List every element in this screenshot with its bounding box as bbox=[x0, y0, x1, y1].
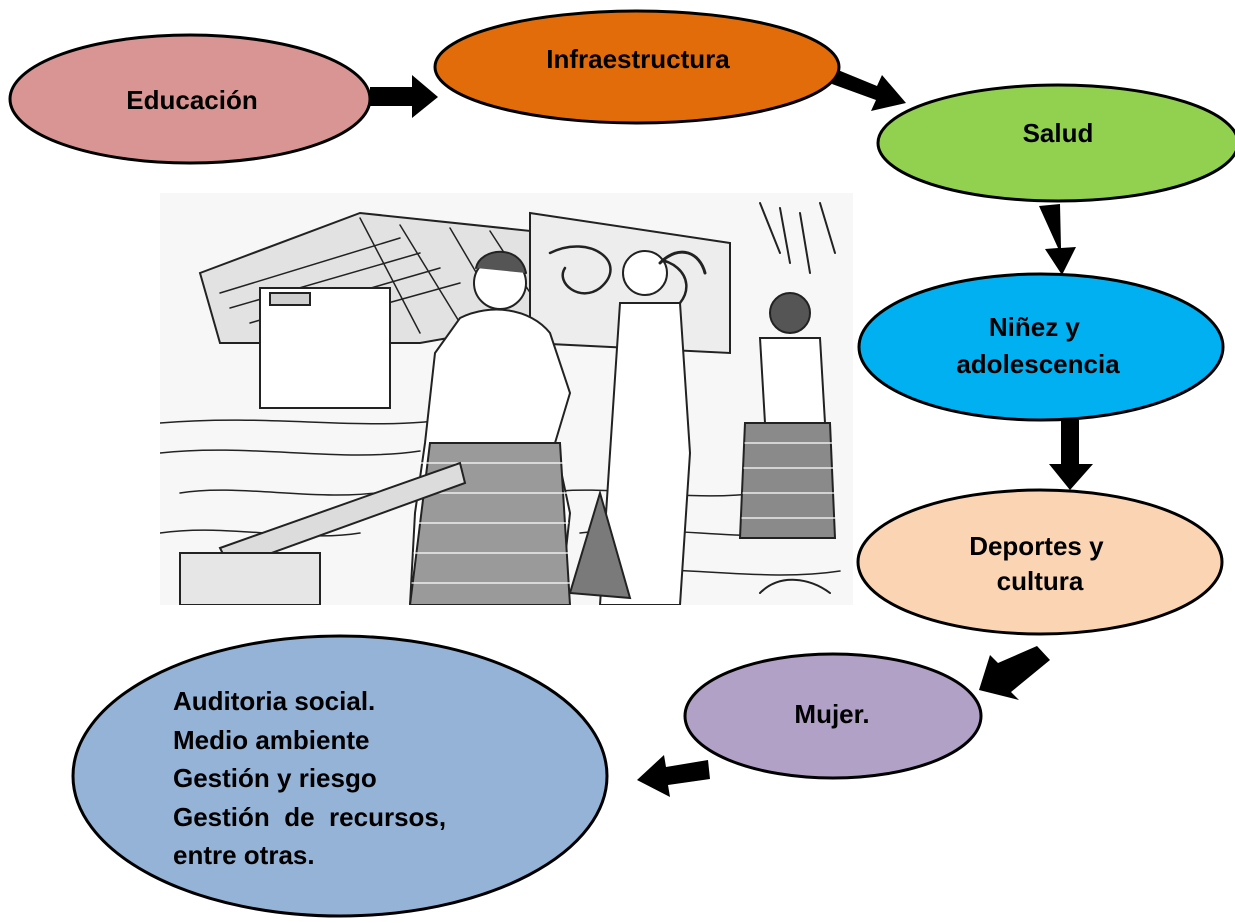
node-deportes-line-2: cultura bbox=[997, 566, 1084, 596]
node-otros-line-1: Auditoria social. bbox=[173, 686, 375, 716]
arrow-ninez-to-deportes bbox=[1049, 420, 1093, 490]
village-sketch-icon bbox=[160, 193, 853, 605]
node-salud-shape bbox=[876, 83, 1235, 203]
node-ninez-shape bbox=[857, 272, 1225, 422]
node-salud-label: Salud bbox=[1023, 118, 1094, 148]
arrows bbox=[370, 70, 1093, 797]
arrow-infraestructura-to-salud bbox=[832, 70, 906, 111]
node-deportes-line-1: Deportes y bbox=[969, 531, 1104, 561]
node-ninez-line-2: adolescencia bbox=[956, 349, 1120, 379]
arrow-educacion-to-infraestructura bbox=[370, 75, 438, 118]
arrow-deportes-to-mujer bbox=[979, 646, 1050, 700]
node-otros: Auditoria social. Medio ambiente Gestión… bbox=[0, 0, 609, 918]
node-otros-line-4: Gestión de recursos, bbox=[173, 802, 446, 832]
node-deportes: Deportes y cultura bbox=[856, 488, 1224, 636]
node-salud: Salud bbox=[876, 83, 1235, 203]
node-otros-label: Auditoria social. Medio ambiente Gestión… bbox=[0, 0, 497, 870]
node-mujer: Mujer. bbox=[683, 652, 983, 780]
node-educacion-label: Educación bbox=[126, 85, 257, 115]
node-ninez-label: Niñez y adolescencia bbox=[956, 312, 1120, 379]
node-ninez-line-1: Niñez y bbox=[989, 312, 1081, 342]
node-educacion: Educación bbox=[8, 33, 372, 165]
node-otros-line-3: Gestión y riesgo bbox=[173, 763, 377, 793]
node-infraestructura-label: Infraestructura bbox=[546, 44, 730, 74]
node-ninez: Niñez y adolescencia bbox=[857, 272, 1225, 422]
node-otros-line-5: entre otras. bbox=[173, 840, 315, 870]
arrow-salud-to-ninez bbox=[1039, 204, 1076, 275]
node-infraestructura-shape bbox=[433, 9, 841, 125]
arrow-mujer-to-otros bbox=[637, 755, 710, 797]
node-otros-line-2: Medio ambiente bbox=[173, 725, 369, 755]
node-otros-shape bbox=[71, 634, 609, 918]
village-sketch-illustration bbox=[160, 193, 853, 605]
node-deportes-shape bbox=[856, 488, 1224, 636]
node-infraestructura: Infraestructura bbox=[433, 9, 841, 125]
node-mujer-label: Mujer. bbox=[794, 699, 869, 729]
node-mujer-shape bbox=[683, 652, 983, 780]
node-deportes-label: Deportes y cultura bbox=[969, 531, 1111, 596]
